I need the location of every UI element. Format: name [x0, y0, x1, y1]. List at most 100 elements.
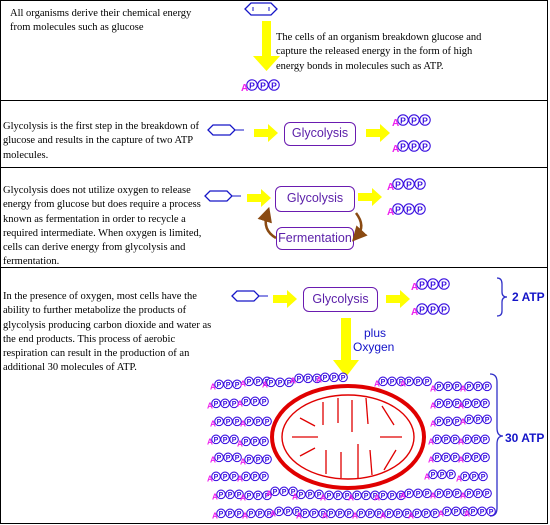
phosphate-label: P	[431, 472, 436, 479]
phosphate-label: P	[299, 492, 304, 499]
phosphate-circle	[422, 488, 432, 499]
phosphate-label: P	[446, 419, 451, 426]
atp-adenosine-label: A	[348, 493, 354, 502]
phosphate-label: P	[430, 279, 436, 289]
phosphate-label: P	[400, 115, 406, 125]
phosphate-label: P	[277, 509, 282, 516]
phosphate-circle	[284, 377, 294, 388]
phosphate-label: P	[424, 511, 429, 518]
phosphate-label: P	[481, 474, 486, 481]
phosphate-label: P	[219, 511, 224, 518]
phosphate-label: P	[321, 511, 326, 518]
atp-adenosine-label: A	[207, 437, 213, 446]
phosphate-label: P	[480, 509, 485, 516]
phosphate-circle	[414, 178, 426, 190]
down-arrow	[253, 21, 280, 71]
atp-adenosine-label: A	[400, 491, 406, 500]
phosphate-label: P	[260, 80, 266, 90]
phosphate-label: P	[435, 437, 440, 444]
glucose-icon	[207, 124, 244, 136]
phosphate-label: P	[407, 379, 412, 386]
phosphate-label: P	[226, 455, 231, 462]
phosphate-circle	[446, 469, 456, 480]
phosphate-label: P	[485, 491, 490, 498]
atp-adenosine-label: A	[458, 437, 464, 446]
glycolysis-box-3: Glycolysis	[303, 287, 378, 312]
fermentation-cycle-arrow	[351, 212, 368, 242]
phosphate-circle	[246, 79, 258, 91]
phosphate-label: P	[381, 379, 386, 386]
atp-adenosine-label: A	[237, 439, 243, 448]
phosphate-label: P	[407, 491, 412, 498]
phosphate-label: P	[465, 437, 470, 444]
phosphate-label: P	[244, 399, 249, 406]
fermentation-box: Fermentation	[276, 227, 354, 250]
phosphate-label: P	[467, 384, 472, 391]
phosphate-label: P	[483, 437, 488, 444]
phosphate-label: P	[441, 279, 447, 289]
phosphate-label: P	[237, 492, 242, 499]
phosphate-label: P	[253, 474, 258, 481]
phosphate-label: P	[417, 179, 423, 189]
glucose-icon	[244, 2, 278, 16]
phosphate-label: P	[219, 492, 224, 499]
phosphate-circle	[450, 452, 460, 463]
atp-adenosine-label: A	[424, 472, 430, 481]
phosphate-label: P	[390, 493, 395, 500]
glycolysis-box-2: Glycolysis	[275, 186, 355, 212]
phosphate-label: P	[253, 439, 258, 446]
phosphate-label: P	[247, 379, 252, 386]
phosphate-circle	[408, 140, 420, 152]
atp-adenosine-label: A	[460, 491, 466, 500]
phosphate-label: P	[223, 474, 228, 481]
atp-adenosine-label: A	[374, 379, 380, 388]
phosphate-label: P	[422, 115, 428, 125]
atp-adenosine-label: A	[352, 511, 358, 520]
phosphate-label: P	[419, 279, 425, 289]
atp-adenosine-label: A	[237, 474, 243, 483]
phosphate-circle	[450, 434, 460, 445]
phosphate-label: P	[265, 419, 270, 426]
phosphate-label: P	[265, 493, 270, 500]
panel-3-text: Glycolysis does not utilize oxygen to re…	[3, 185, 202, 268]
atp-adenosine-label: A	[428, 437, 434, 446]
phosphate-label: P	[232, 401, 237, 408]
phosphate-label: P	[399, 379, 404, 386]
phosphate-label: P	[282, 489, 287, 496]
phosphate-circle	[482, 381, 492, 392]
phosphate-label: P	[437, 384, 442, 391]
phosphate-circle	[452, 488, 462, 499]
phosphate-label: P	[446, 384, 451, 391]
phosphate-label: P	[237, 511, 242, 518]
phosphate-label: P	[262, 399, 267, 406]
panel-2-text: Glycolysis is the first step in the brea…	[3, 121, 199, 161]
phosphate-label: P	[232, 437, 237, 444]
atp-adenosine-label: A	[210, 419, 216, 428]
phosphate-label: P	[405, 511, 410, 518]
phosphate-circle	[427, 278, 439, 290]
phosphate-circle	[229, 471, 239, 482]
atp-adenosine-label: A	[240, 457, 246, 466]
phosphate-label: P	[417, 204, 423, 214]
phosphate-circle	[232, 379, 242, 390]
phosphate-label: P	[235, 455, 240, 462]
phosphate-circle	[419, 114, 431, 126]
phosphate-label: P	[347, 511, 352, 518]
phosphate-label: P	[249, 511, 254, 518]
phosphate-label: P	[474, 437, 479, 444]
atp-adenosine-label: A	[270, 509, 276, 518]
phosphate-circle	[234, 508, 244, 519]
